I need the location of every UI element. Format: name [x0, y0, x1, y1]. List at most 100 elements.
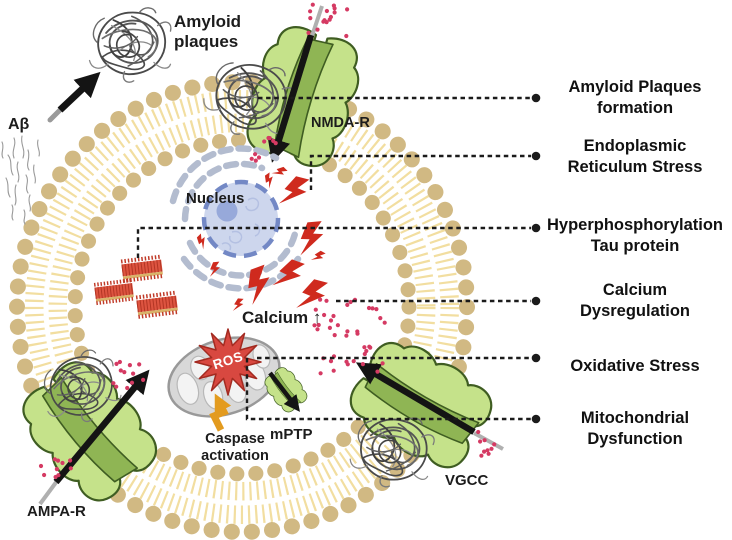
calcium-ion — [322, 312, 327, 318]
calcium-ion — [256, 155, 262, 160]
legend-endoplasmic-reticulum-stress: Endoplasmic Reticulum Stress — [538, 136, 732, 178]
ampa-influx-arrow — [38, 369, 150, 506]
connector-mitochondrial — [245, 358, 531, 421]
calcium-ion — [127, 363, 132, 368]
mitochondria-organelle — [167, 328, 312, 432]
calcium-ion — [306, 30, 311, 35]
calcium-ion — [370, 306, 375, 311]
legend-text: Endoplasmic — [583, 137, 687, 155]
vgcc-label: VGCC — [445, 472, 489, 489]
calcium-ion — [344, 333, 349, 338]
nmda-receptor-label: NMDA-R — [311, 115, 370, 131]
calcium-ion — [68, 466, 73, 471]
calcium-ion — [344, 33, 349, 39]
calcium-ion — [331, 313, 336, 319]
calcium-ion — [141, 377, 146, 382]
nucleus-organelle — [201, 179, 281, 259]
legend-oxidative-stress: Oxidative Stress — [538, 356, 732, 377]
calcium-ion — [345, 7, 350, 12]
calcium-ion — [482, 438, 487, 443]
abeta-label: Aβ — [8, 116, 30, 133]
calcium-ion — [328, 318, 334, 323]
calcium-ion — [318, 297, 323, 302]
calcium-ion — [253, 158, 258, 163]
caspase-arrow — [209, 393, 232, 432]
calcium-ion — [308, 9, 313, 14]
calcium-ion — [331, 368, 336, 373]
legend-text: Amyloid Plaques — [568, 78, 702, 96]
calcium-ion — [324, 298, 329, 303]
calcium-ion — [125, 385, 130, 391]
calcium-ion — [382, 320, 387, 325]
legend-text: Tau protein — [590, 237, 680, 255]
calcium-ion — [486, 451, 491, 456]
calcium-ion — [318, 371, 323, 376]
calcium-ion — [137, 362, 142, 367]
calcium-ion — [479, 453, 484, 458]
connector-tau — [136, 226, 531, 258]
calcium-ion — [249, 156, 254, 161]
calcium-ion — [312, 323, 317, 328]
calcium-ion — [348, 299, 353, 305]
calcium-ion — [351, 359, 356, 364]
calcium-ion — [55, 458, 61, 463]
calcium-ion — [111, 381, 116, 386]
calcium-ion — [316, 322, 321, 328]
calcium-ion — [53, 474, 58, 480]
vgcc-influx-arrow — [355, 362, 504, 451]
calcium-ion — [60, 460, 65, 466]
legend-amyloid-plaques-formation: Amyloid Plaques formation — [538, 77, 732, 119]
ampa-receptor-channel — [8, 348, 169, 513]
calcium-ion — [378, 316, 383, 321]
calcium-ion — [315, 327, 320, 332]
outer-lipid-beads — [9, 74, 475, 540]
calcium-ion — [118, 368, 123, 373]
calcium-ion — [267, 136, 272, 141]
legend-connectors — [136, 96, 531, 421]
amyloid-plaques-label-line1: Amyloid — [174, 12, 242, 31]
calcium-ion — [380, 361, 385, 366]
calcium-ion — [366, 305, 372, 311]
amyloid-plaques-label: Amyloid plaques — [174, 12, 241, 51]
ampa-receptor-label: AMPA-R — [27, 503, 86, 520]
legend-mitochondrial-dysfunction: Mitochondrial Dysfunction — [538, 408, 732, 450]
legend-text: Oxidative Stress — [570, 357, 700, 375]
nucleolus — [216, 200, 238, 222]
calcium-ion-dots — [38, 2, 497, 480]
calcium-ion — [367, 344, 372, 349]
calcium-ion — [482, 449, 487, 454]
caspase-activation-label: Caspase activation — [187, 431, 283, 464]
calcium-ion — [360, 362, 365, 367]
calcium-ion — [478, 439, 483, 444]
calcium-ion — [492, 442, 497, 447]
calcium-ion — [345, 329, 350, 334]
caspase-label-line2: activation — [201, 447, 269, 464]
endoplasmic-reticulum — [169, 145, 302, 292]
calcium-ion — [485, 448, 490, 453]
ros-starburst — [194, 328, 262, 396]
legend-text: Dysfunction — [587, 430, 683, 448]
connector-er-stress — [309, 154, 531, 190]
calcium-ion — [332, 333, 337, 338]
calcium-ion — [131, 371, 136, 376]
mptp-arrow — [268, 371, 300, 412]
mptp-label: mPTP — [270, 426, 313, 443]
caspase-label-line1: Caspase — [205, 431, 265, 447]
calcium-ion — [114, 361, 119, 366]
calcium-ion — [345, 362, 350, 367]
calcium-ion — [327, 17, 332, 22]
calcium-ion — [42, 472, 47, 478]
nucleus-label: Nucleus — [186, 190, 245, 207]
calcium-ion — [129, 380, 135, 385]
legend-hyperphosphorylation-tau: Hyperphosphorylation Tau protein — [538, 215, 732, 257]
calcium-ion — [364, 348, 369, 354]
calcium-ion — [335, 323, 340, 328]
calcium-ion — [362, 345, 367, 350]
calcium-ion — [327, 325, 332, 330]
calcium-ion — [114, 384, 119, 389]
legend-text: Hyperphosphorylation — [546, 216, 723, 234]
calcium-ion — [375, 369, 380, 374]
calcium-ion — [476, 429, 481, 435]
